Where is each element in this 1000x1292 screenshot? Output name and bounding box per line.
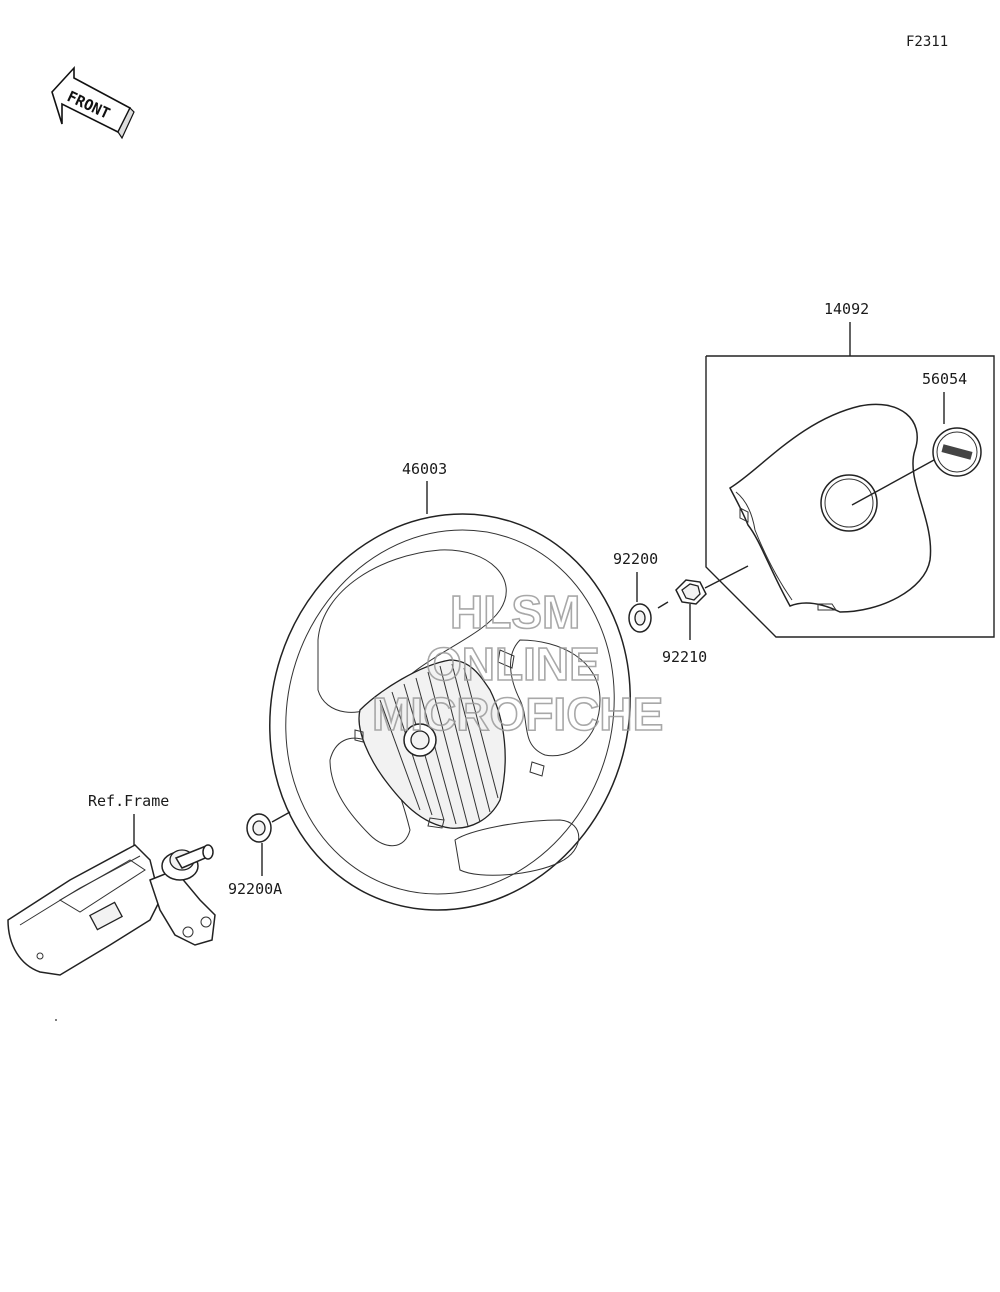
- label-cover: 14092: [824, 300, 869, 318]
- wheel-spline-hole: [410, 730, 430, 750]
- steering-column-frame: Ref.Frame: [7, 792, 216, 976]
- axis-line-mid: [657, 601, 669, 609]
- emblem-logo-mark: [941, 444, 973, 460]
- watermark-line2: ONLINE: [426, 638, 600, 690]
- label-ref-frame: Ref.Frame: [88, 792, 169, 810]
- leader-emblem-axis: [851, 459, 935, 506]
- watermark-line3: MICROFICHE: [372, 688, 663, 740]
- axis-line-lower: [271, 811, 291, 823]
- nut: 92210: [662, 579, 707, 666]
- washer-upper: 92200: [613, 550, 658, 633]
- label-washer-upper: 92200: [613, 550, 658, 568]
- cover-assembly: 14092 56054: [705, 300, 995, 638]
- label-nut: 92210: [662, 648, 707, 666]
- column-shaft-tip: [202, 844, 214, 860]
- label-steering-wheel: 46003: [402, 460, 447, 478]
- washer-lower: 92200A: [228, 811, 291, 898]
- wheel-opening-lower: [454, 819, 580, 876]
- cover-group-box: [705, 355, 995, 638]
- figure-id: F2311: [906, 34, 948, 50]
- front-arrow-icon: FRONT: [51, 65, 135, 140]
- label-emblem: 56054: [922, 370, 967, 388]
- watermark-line1: HLSM: [450, 586, 580, 638]
- axis-line-upper: [704, 565, 749, 589]
- wheel-opening-right: [510, 639, 601, 757]
- wheel-opening-left: [329, 737, 411, 847]
- cover-center-recess: [820, 474, 878, 532]
- steering-wheel: 46003: [269, 460, 631, 911]
- column-bracket: [149, 869, 216, 946]
- column-slot: [89, 901, 123, 931]
- label-washer-lower: 92200A: [228, 880, 282, 898]
- watermark: HLSM ONLINE MICROFICHE: [371, 585, 664, 741]
